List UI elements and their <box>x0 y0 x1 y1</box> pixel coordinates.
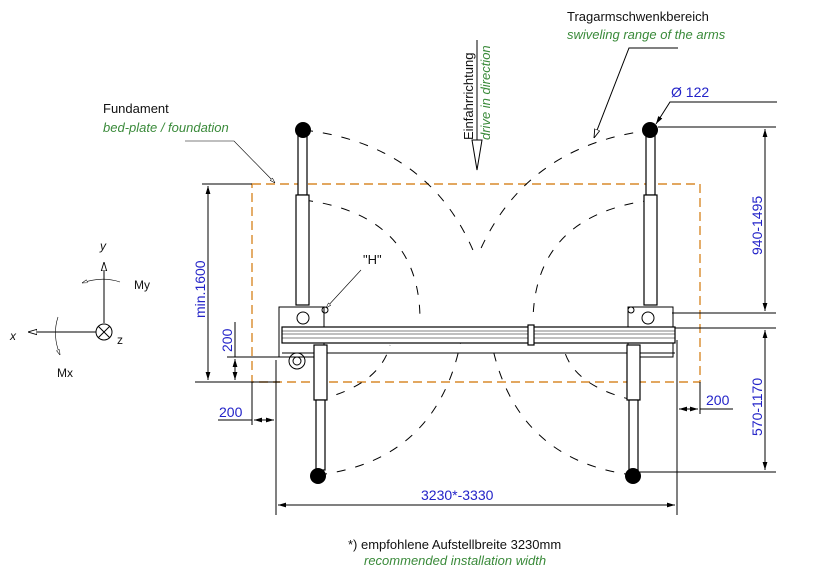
svg-text:y: y <box>99 239 107 253</box>
lift-crossbeam <box>278 306 676 370</box>
foundation-label-en: bed-plate / foundation <box>103 120 229 135</box>
swivel-range-label-de: Tragarmschwenkbereich <box>567 9 709 24</box>
swivel-range-label-en: swiveling range of the arms <box>567 27 726 42</box>
dim-offset-left: 200 <box>219 404 243 420</box>
swivel-leader-line <box>594 47 678 138</box>
dim-offset-right: 200 <box>706 392 730 408</box>
lift-arm-rear-left <box>310 344 328 484</box>
footnote-de: *) empfohlene Aufstellbreite 3230mm <box>348 537 561 552</box>
z-axis-into-page-icon <box>95 323 113 341</box>
lift-arm-rear-right <box>625 344 641 484</box>
lift-arm-front-right <box>642 122 658 306</box>
svg-text:Einfahrrichtung: Einfahrrichtung <box>461 53 476 140</box>
pad-diameter-label: Ø 122 <box>671 84 709 100</box>
dim-overall-width: 3230*-3330 <box>421 487 494 503</box>
svg-text:x: x <box>9 329 17 343</box>
svg-text:My: My <box>134 278 150 292</box>
foundation-outline <box>251 183 701 383</box>
h-marker-label: "H" <box>363 252 382 267</box>
lift-arm-front-left <box>295 122 311 306</box>
svg-text:z: z <box>117 333 123 347</box>
h-marker-leader <box>326 269 362 308</box>
dim-front-reach: 940-1495 <box>749 196 765 255</box>
swivel-range-arcs <box>303 129 653 476</box>
coordinate-system: y x z My Mx <box>9 239 150 380</box>
svg-text:drive in direction: drive in direction <box>478 45 493 140</box>
footnote-en: recommended installation width <box>364 553 546 568</box>
pad-diameter-leader <box>655 101 777 125</box>
svg-text:Mx: Mx <box>57 366 73 380</box>
dim-rear-reach: 570-1170 <box>749 378 765 436</box>
foundation-label-de: Fundament <box>103 101 169 116</box>
drive-direction-indicator: Einfahrrichtung drive in direction <box>461 40 493 171</box>
foundation-leader-line <box>185 140 275 183</box>
dim-offset-vertical: 200 <box>219 328 235 352</box>
dim-foundation-depth: min.1600 <box>192 260 208 318</box>
